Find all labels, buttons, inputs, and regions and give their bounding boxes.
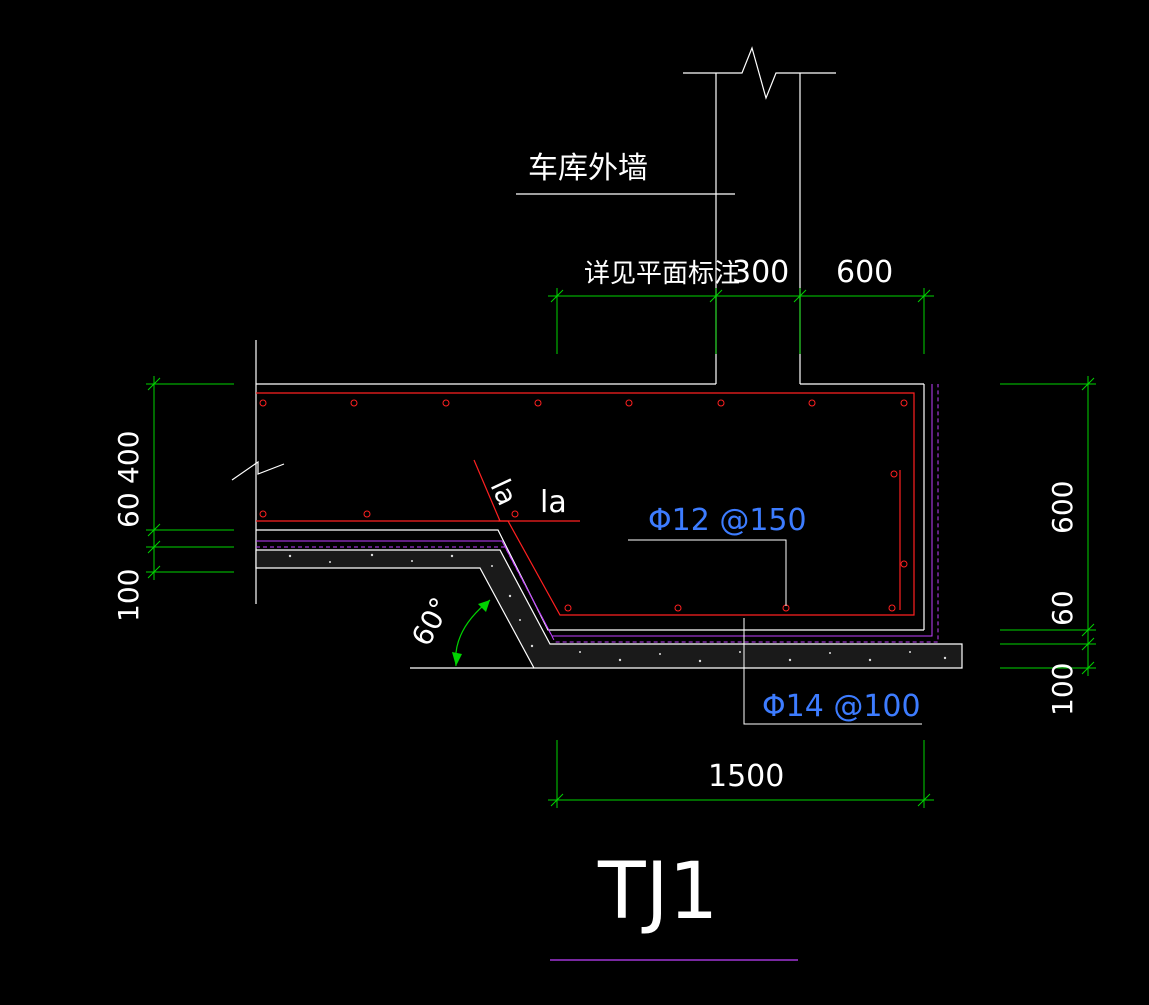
rebar-dot <box>442 399 450 407</box>
dim-right-600: 600 <box>1046 481 1079 534</box>
wall-label: 车库外墙 <box>528 151 648 186</box>
rebar-dot <box>808 399 816 407</box>
waterproof-line-2 <box>256 384 939 643</box>
rebar-dot <box>564 604 572 612</box>
rebar-lower-label: Φ14 @100 <box>762 689 921 724</box>
rebar-lower-leader <box>743 618 922 725</box>
rebar-dot <box>674 604 682 612</box>
dim-left <box>146 376 234 580</box>
rebar-dot <box>511 510 519 518</box>
rebar-dots <box>259 399 908 612</box>
rebar-dot <box>259 399 267 407</box>
drawing-title: TJ1 <box>597 847 718 937</box>
angle-arrow-bottom <box>452 652 462 666</box>
angle-arrow-top <box>478 600 490 612</box>
waterproof-layer <box>256 384 939 643</box>
rebar-main-loop <box>256 392 915 616</box>
footing-break-symbol <box>231 460 285 481</box>
dim-left-100: 100 <box>112 569 145 622</box>
rebar-note-lower: Φ14 @100 <box>743 618 922 725</box>
rebar-dot <box>350 399 358 407</box>
rebar-dot <box>890 470 898 478</box>
dim-top-300: 300 <box>732 255 789 290</box>
rebar-dot <box>888 604 896 612</box>
rebar-dot <box>363 510 371 518</box>
la-diagonal-label: la <box>484 474 524 511</box>
la-horizontal-label: la <box>540 485 567 520</box>
dim-bottom-1500: 1500 <box>708 759 784 794</box>
dim-right-60: 60 <box>1046 590 1079 626</box>
wall-break-symbol <box>683 46 836 100</box>
rebar-dot <box>534 399 542 407</box>
blinding-concrete <box>255 549 963 669</box>
blinding-layer <box>255 549 963 669</box>
rebar-dot <box>717 399 725 407</box>
rebar-cage <box>256 392 915 616</box>
rebar-dot <box>900 399 908 407</box>
dim-right <box>1000 376 1096 676</box>
footing-outline <box>231 340 925 631</box>
angle-mark: 60° <box>405 592 491 667</box>
dim-top <box>548 288 934 354</box>
angle-label: 60° <box>405 592 457 651</box>
dim-bottom <box>548 740 934 808</box>
rebar-upper-leader <box>628 539 787 606</box>
dim-left-400: 400 <box>112 431 145 484</box>
dim-left-60: 60 <box>112 492 145 528</box>
garage-wall <box>683 46 836 384</box>
dim-right-100: 100 <box>1046 663 1079 716</box>
rebar-dot <box>900 560 908 568</box>
rebar-dot <box>625 399 633 407</box>
see-plan-label: 详见平面标注 <box>584 259 740 289</box>
dim-top-600: 600 <box>836 255 893 290</box>
rebar-anchor-diag <box>473 459 501 522</box>
rebar-upper-label: Φ12 @150 <box>648 503 807 538</box>
waterproof-line-1 <box>256 384 933 637</box>
rebar-dot <box>259 510 267 518</box>
rebar-note-upper: Φ12 @150 <box>628 503 807 606</box>
